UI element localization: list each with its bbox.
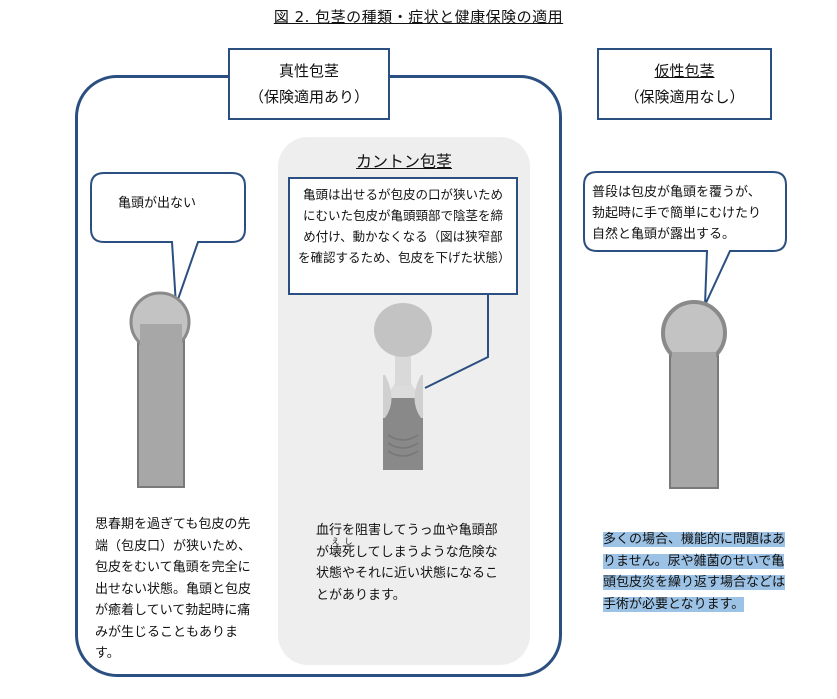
kanton-description: 血行を阻害してうっ血や亀頭部が壊え死ししてしまうような危険な状態やそれに近い状態… <box>316 520 506 606</box>
kanton-name: カントン包茎 <box>355 152 452 171</box>
shinsei-bubble-text: 亀頭が出ない <box>118 196 197 211</box>
shinsei-title-box: 真性包茎 （保険適用あり） <box>228 48 390 120</box>
kasei-bubble-text: 普段は包皮が亀頭を覆うが、勃起時に手で簡単にむけたり自然と亀頭が露出する。 <box>592 185 762 242</box>
shinsei-speech-bubble <box>90 172 246 306</box>
shinsei-name: 真性包茎 <box>278 62 339 80</box>
kasei-penis-illustration <box>661 300 727 489</box>
shinsei-description: 思春期を過ぎても包皮の先端（包皮口）が狭いため、包皮をむいて亀頭を完全に出せない… <box>95 517 252 661</box>
kanton-callout: 亀頭は出せるが包皮の口が狭いためにむいた包皮が亀頭頸部で陰茎を締め付け、動かなく… <box>288 177 518 295</box>
kasei-title-box: 仮性包茎 （保険適用なし） <box>597 48 772 120</box>
kasei-insurance: （保険適用なし） <box>624 88 745 106</box>
kanton-description-before: 血行を阻害してうっ血や亀頭部が <box>316 523 498 560</box>
kasei-speech-bubble <box>583 171 787 306</box>
kasei-description: 多くの場合、機能的に問題はありません。尿や雑菌のせいで亀頭包皮炎を繰り返す場合な… <box>603 529 795 615</box>
ruby-shi: 死し <box>342 536 356 560</box>
kasei-description-text: 多くの場合、機能的に問題はありません。尿や雑菌のせいで亀頭包皮炎を繰り返す場合な… <box>603 532 786 612</box>
kanton-penis-illustration <box>374 303 432 470</box>
figure-title: 図 2. 包茎の種類・症状と健康保険の適用 <box>273 8 564 26</box>
shinsei-penis-illustration <box>129 291 191 488</box>
kanton-callout-pointer <box>424 294 489 389</box>
kanton-description-after: してしまうような危険な状態やそれに近い状態になることがあります。 <box>316 544 499 603</box>
ruby-e: 壊え <box>329 536 343 560</box>
shinsei-insurance: （保険適用あり） <box>248 88 369 106</box>
kasei-name: 仮性包茎 <box>654 62 715 80</box>
